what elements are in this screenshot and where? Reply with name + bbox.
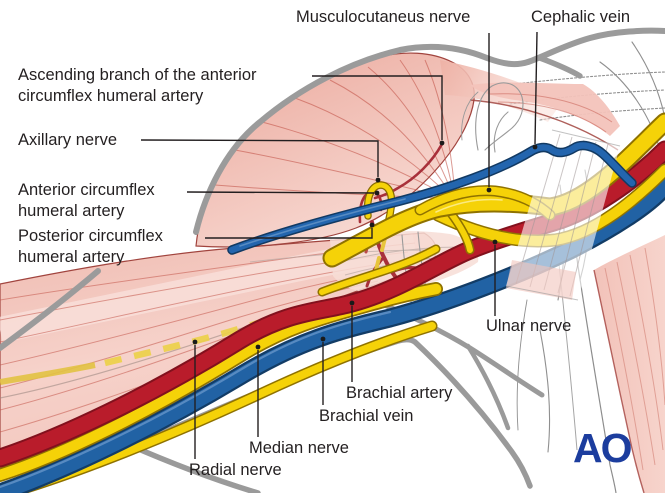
label-axillary-nerve: Axillary nerve [18,131,118,149]
label-musculocutaneus-nerve: Musculocutaneus nerve [296,8,471,26]
pectoralis-cut-strip [505,129,621,301]
skin-contours [0,27,665,351]
ao-logo: AO [573,425,632,471]
pectoralis-wedge [469,82,620,151]
median-nerve-left [0,283,442,481]
forearm-muscle [557,235,665,493]
label-ascending-branch: Ascending branch of the anterior circumf… [18,66,257,105]
label-cephalic-vein: Cephalic vein [531,8,631,26]
cephalic-vein-vessel [227,140,637,255]
label-brachial-vein: Brachial vein [319,407,414,425]
label-radial-nerve: Radial nerve [189,461,282,479]
leader-lines [140,31,538,459]
label-brachial-artery: Brachial artery [346,384,453,402]
ascending-branch-artery [373,142,444,200]
label-anterior-circumflex: Anterior circumflex humeral artery [18,181,155,220]
label-ulnar-nerve: Ulnar nerve [486,317,572,335]
label-median-nerve: Median nerve [249,439,349,457]
label-posterior-circumflex: Posterior circumflex humeral artery [18,227,163,266]
leader-dots [192,140,538,350]
